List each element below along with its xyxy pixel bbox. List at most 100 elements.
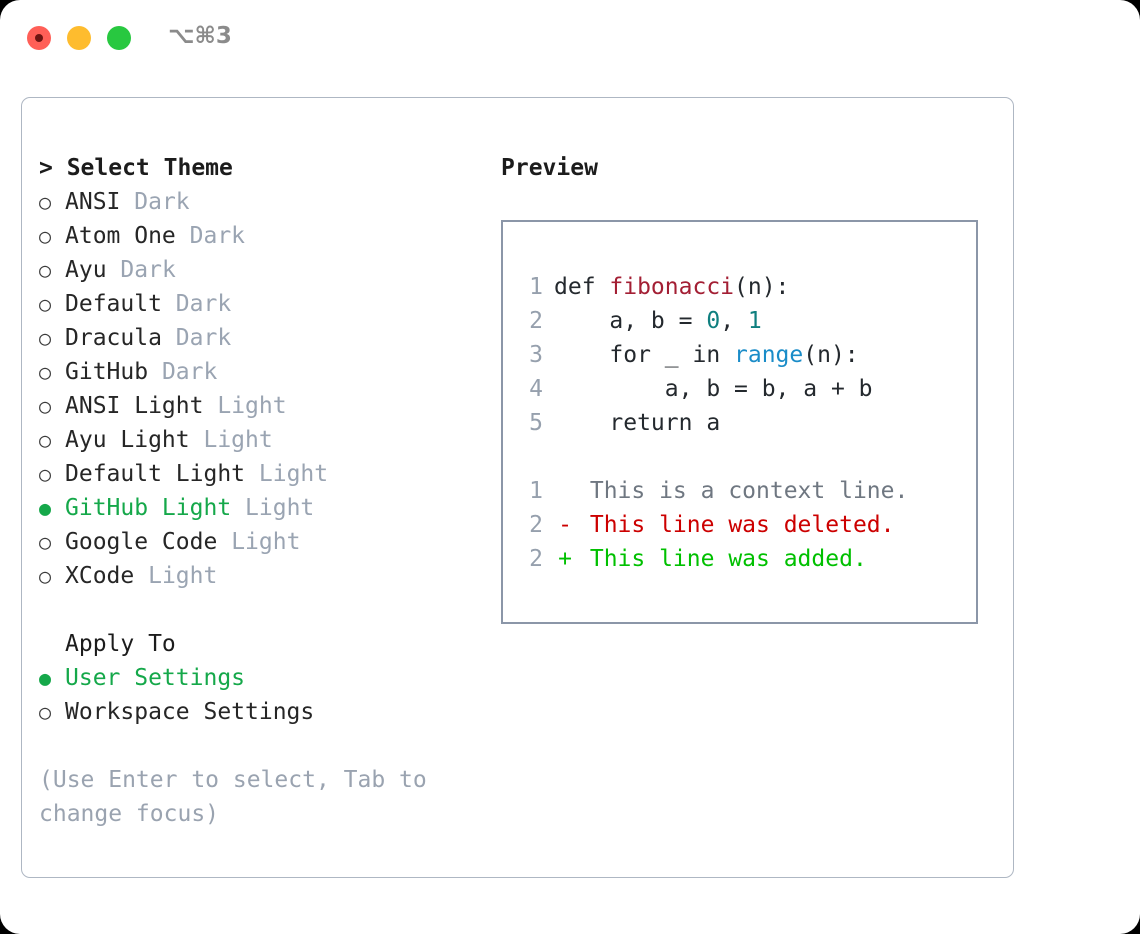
code-token-kw: def	[554, 274, 610, 300]
diff-line-text: This is a context line.	[576, 478, 909, 504]
diff-line: 1 This is a context line.	[521, 474, 908, 508]
title-bar: ⌥⌘3	[0, 0, 1140, 78]
theme-mode-badge: Dark	[161, 359, 218, 385]
apply-to-heading: Apply To	[65, 631, 176, 657]
code-token-num: 1	[747, 308, 762, 334]
theme-mode-badge: Light	[231, 529, 301, 555]
code-line-text: return a	[543, 406, 720, 440]
theme-option-label: Default	[65, 291, 162, 317]
theme-selection-pane: > Select Theme ○ANSI Dark○Atom One Dark○…	[39, 151, 479, 831]
theme-mode-badge: Light	[203, 427, 273, 453]
theme-mode-badge: Dark	[134, 189, 190, 215]
apply-to-option[interactable]: ● User Settings	[39, 661, 479, 695]
theme-option-label: Ayu Light	[65, 427, 190, 453]
theme-option[interactable]: ○ANSI Dark	[39, 185, 479, 219]
theme-option[interactable]: ○ANSI Light Light	[39, 389, 479, 423]
code-line-number: 1	[529, 274, 543, 300]
theme-option-label: ANSI	[65, 189, 121, 215]
diff-marker: +	[558, 546, 572, 572]
radio-unselected-icon: ○	[39, 462, 52, 486]
code-token-fn: fibonacci	[609, 274, 735, 300]
code-line-number: 4	[529, 376, 543, 402]
code-line-number: 3	[529, 342, 543, 368]
radio-unselected-icon: ○	[39, 564, 52, 588]
theme-option-label: ANSI Light	[65, 393, 204, 419]
code-line: 2 a, b = 0, 1	[521, 304, 873, 338]
diff-sample: 1 This is a context line.2- This line wa…	[521, 474, 908, 576]
theme-mode-badge: Dark	[175, 291, 232, 317]
theme-option[interactable]: ○ Default Dark	[39, 287, 479, 321]
theme-option[interactable]: ○ Atom One Dark	[39, 219, 479, 253]
theme-option-label: GitHub	[65, 359, 149, 385]
diff-line-text: This line was deleted.	[576, 512, 895, 538]
apply-to-option[interactable]: ○ Workspace Settings	[39, 695, 479, 729]
minimize-button-icon[interactable]	[67, 26, 91, 50]
radio-unselected-icon: ○	[39, 224, 52, 248]
radio-unselected-icon: ○	[39, 394, 52, 418]
theme-option-label: XCode	[65, 563, 135, 589]
radio-unselected-icon: ○	[39, 700, 52, 724]
radio-selected-icon: ●	[39, 666, 52, 690]
keyboard-hint-text: (Use Enter to select, Tab to change focu…	[39, 767, 427, 827]
theme-mode-badge: Dark	[175, 325, 232, 351]
code-line-number: 5	[529, 410, 543, 436]
radio-unselected-icon: ○	[39, 258, 52, 282]
preview-heading: Preview	[501, 155, 598, 181]
diff-line: 2 + This line was added.	[521, 542, 908, 576]
code-line-text: for _ in range(n):	[543, 338, 859, 372]
window-shortcut-label: ⌥⌘3	[168, 23, 232, 49]
code-token-plain: a, b = b, a + b	[554, 376, 873, 402]
maximize-button-icon[interactable]	[107, 26, 131, 50]
diff-line: 2- This line was deleted.	[521, 508, 908, 542]
radio-unselected-icon: ○	[39, 292, 52, 316]
code-token-plain: (n):	[734, 274, 790, 300]
diff-line-text: This line was added.	[576, 546, 867, 572]
code-token-plain: (n):	[803, 342, 859, 368]
close-button-icon[interactable]	[27, 26, 51, 50]
diff-line-number: 1	[529, 478, 543, 504]
apply-to-list: ● User Settings ○ Workspace Settings	[39, 661, 479, 729]
code-line-number: 2	[529, 308, 543, 334]
theme-option[interactable]: ○Dracula Dark	[39, 321, 479, 355]
code-line: 3 for _ in range(n):	[521, 338, 873, 372]
diff-marker	[543, 474, 576, 508]
theme-option[interactable]: ○ XCode Light	[39, 559, 479, 593]
window-controls	[27, 26, 131, 50]
radio-unselected-icon: ○	[39, 428, 52, 452]
theme-option[interactable]: ○ GitHub Dark	[39, 355, 479, 389]
code-token-plain: for _ in	[554, 342, 735, 368]
code-line-text: a, b = 0, 1	[543, 304, 762, 338]
theme-mode-badge: Light	[258, 461, 329, 487]
code-token-call: range	[734, 342, 804, 368]
theme-option-label: Google Code	[65, 529, 218, 555]
theme-mode-badge: Light	[148, 563, 218, 589]
theme-option-label: Dracula	[65, 325, 162, 351]
theme-option[interactable]: ○ Ayu Light Light	[39, 423, 479, 457]
theme-picker-card: > Select Theme ○ANSI Dark○Atom One Dark○…	[21, 97, 1014, 878]
radio-selected-icon: ●	[39, 496, 52, 520]
radio-unselected-icon: ○	[39, 530, 52, 554]
select-theme-heading: > Select Theme	[39, 155, 233, 181]
code-line-text: a, b = b, a + b	[543, 372, 873, 406]
theme-option[interactable]: ● GitHub Light Light	[39, 491, 479, 525]
radio-unselected-icon: ○	[39, 360, 52, 384]
theme-mode-badge: Light	[245, 495, 315, 521]
theme-mode-badge: Dark	[189, 223, 246, 249]
theme-option[interactable]: ○Default Light Light	[39, 457, 479, 491]
apply-to-option-label: Workspace Settings	[65, 699, 315, 725]
theme-option[interactable]: ○ Google Code Light	[39, 525, 479, 559]
code-line-text: def fibonacci(n):	[543, 270, 789, 304]
diff-marker: -	[558, 512, 572, 538]
apply-to-option-label: User Settings	[65, 665, 246, 691]
list-spacer	[39, 593, 479, 627]
theme-option[interactable]: ○Ayu Dark	[39, 253, 479, 287]
theme-option-label: Atom One	[65, 223, 176, 249]
diff-line-number: 2	[529, 546, 543, 572]
theme-list: ○ANSI Dark○Atom One Dark○Ayu Dark○Defaul…	[39, 185, 479, 593]
theme-option-label: GitHub Light	[65, 495, 232, 521]
